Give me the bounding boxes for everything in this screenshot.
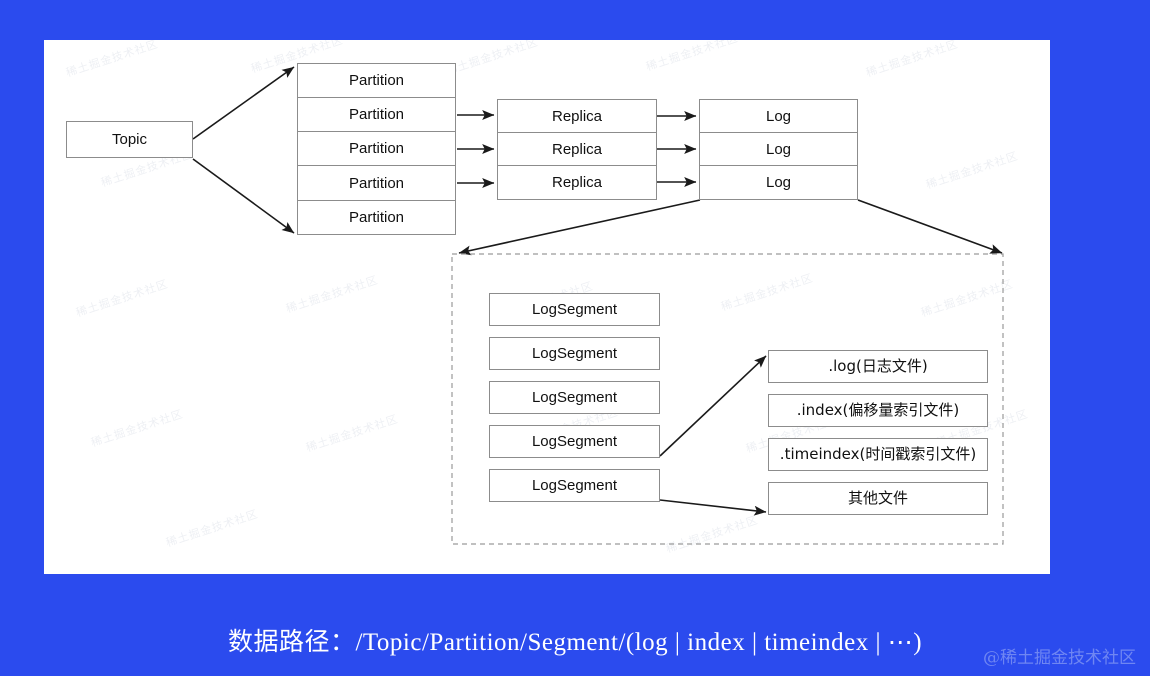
edge-log-to-segments-right [857, 199, 1003, 254]
partition-cell[interactable]: Partition [297, 98, 456, 132]
partition-cell[interactable]: Partition [297, 166, 456, 201]
log-cell[interactable]: Log [699, 99, 858, 133]
diagram-panel: 稀土掘金技术社区 稀土掘金技术社区 稀土掘金技术社区 稀土掘金技术社区 稀土掘金… [44, 40, 1050, 574]
source-credit: @稀土掘金技术社区 [983, 648, 1136, 668]
replica-cell[interactable]: Replica [497, 166, 657, 200]
edge-topic-to-partition-bottom [192, 158, 295, 234]
log-segment-box[interactable]: LogSegment [489, 381, 660, 414]
log-segment-box[interactable]: LogSegment [489, 469, 660, 502]
partition-cell[interactable]: Partition [297, 63, 456, 98]
replica-cell[interactable]: Replica [497, 133, 657, 166]
segment-scope-frame [451, 253, 1004, 545]
edge-segment-to-log-file [659, 355, 767, 457]
replica-cell[interactable]: Replica [497, 99, 657, 133]
edge-segment-to-other-file [659, 499, 767, 516]
segment-file-log[interactable]: .log(日志文件) [768, 350, 988, 383]
log-segment-box[interactable]: LogSegment [489, 293, 660, 326]
data-path-caption: 数据路径：/Topic/Partition/Segment/(log | ind… [227, 629, 923, 656]
log-segment-box[interactable]: LogSegment [489, 425, 660, 458]
segment-file-index[interactable]: .index(偏移量索引文件) [768, 394, 988, 427]
log-cell[interactable]: Log [699, 133, 858, 166]
partition-cell[interactable]: Partition [297, 201, 456, 235]
partition-cell[interactable]: Partition [297, 132, 456, 166]
segment-file-other[interactable]: 其他文件 [768, 482, 988, 515]
edge-log-to-segments-left [458, 199, 701, 256]
edge-topic-to-partition-top [192, 66, 295, 140]
segment-file-timeindex[interactable]: .timeindex(时间戳索引文件) [768, 438, 988, 471]
topic-box[interactable]: Topic [66, 121, 193, 158]
log-segment-box[interactable]: LogSegment [489, 337, 660, 370]
log-cell[interactable]: Log [699, 166, 858, 200]
connector-layer [192, 66, 1004, 545]
